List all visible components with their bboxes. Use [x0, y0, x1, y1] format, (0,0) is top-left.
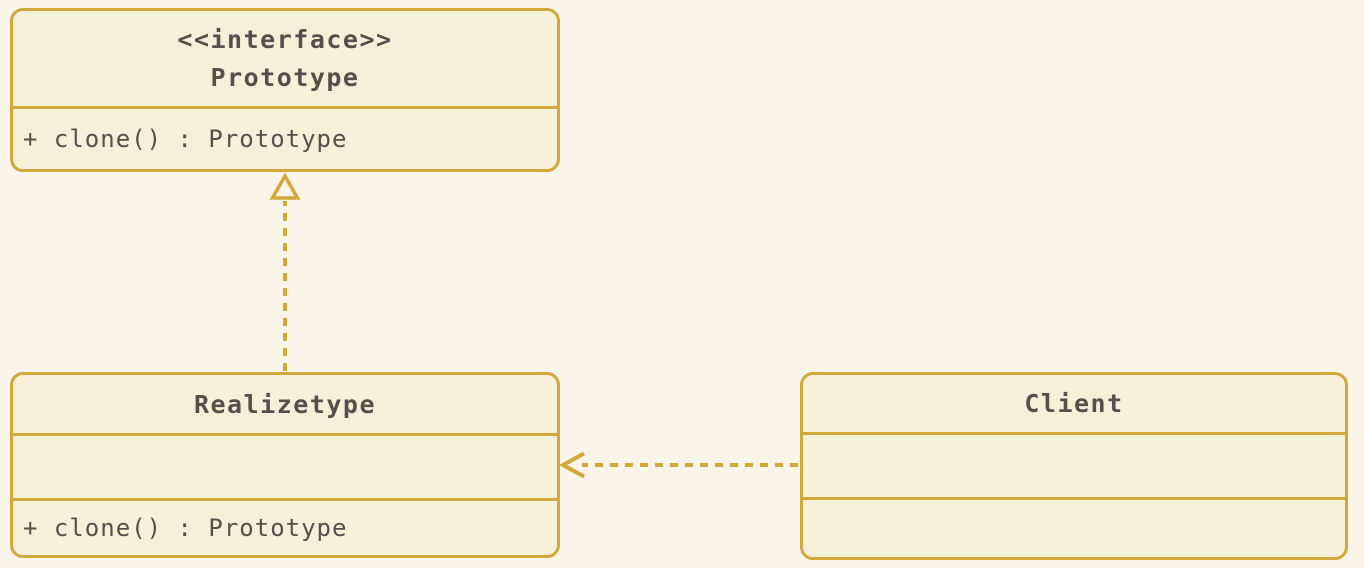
class-header-prototype: <<interface>> Prototype: [13, 11, 557, 109]
class-name-realizetype: Realizetype: [193, 389, 377, 419]
attributes-compartment-realizetype: [13, 436, 557, 501]
method-item: + clone() : Prototype: [23, 513, 348, 542]
methods-compartment-client: [803, 500, 1345, 557]
class-box-realizetype: Realizetype + clone() : Prototype: [10, 372, 560, 558]
dependency-open-arrowhead-icon: [558, 451, 585, 479]
realization-hollow-triangle-icon: [269, 172, 301, 200]
methods-compartment-prototype: + clone() : Prototype: [13, 109, 557, 169]
class-name-prototype: Prototype: [210, 63, 360, 92]
class-box-prototype: <<interface>> Prototype + clone() : Prot…: [10, 8, 560, 172]
class-name-client: Client: [1024, 389, 1124, 418]
stereotype-label: <<interface>>: [177, 25, 393, 54]
class-header-realizetype: Realizetype: [13, 375, 557, 436]
class-header-client: Client: [803, 375, 1345, 435]
class-box-client: Client: [800, 372, 1348, 560]
methods-compartment-realizetype: + clone() : Prototype: [13, 501, 557, 555]
method-item: + clone() : Prototype: [23, 124, 348, 153]
attributes-compartment-client: [803, 435, 1345, 500]
